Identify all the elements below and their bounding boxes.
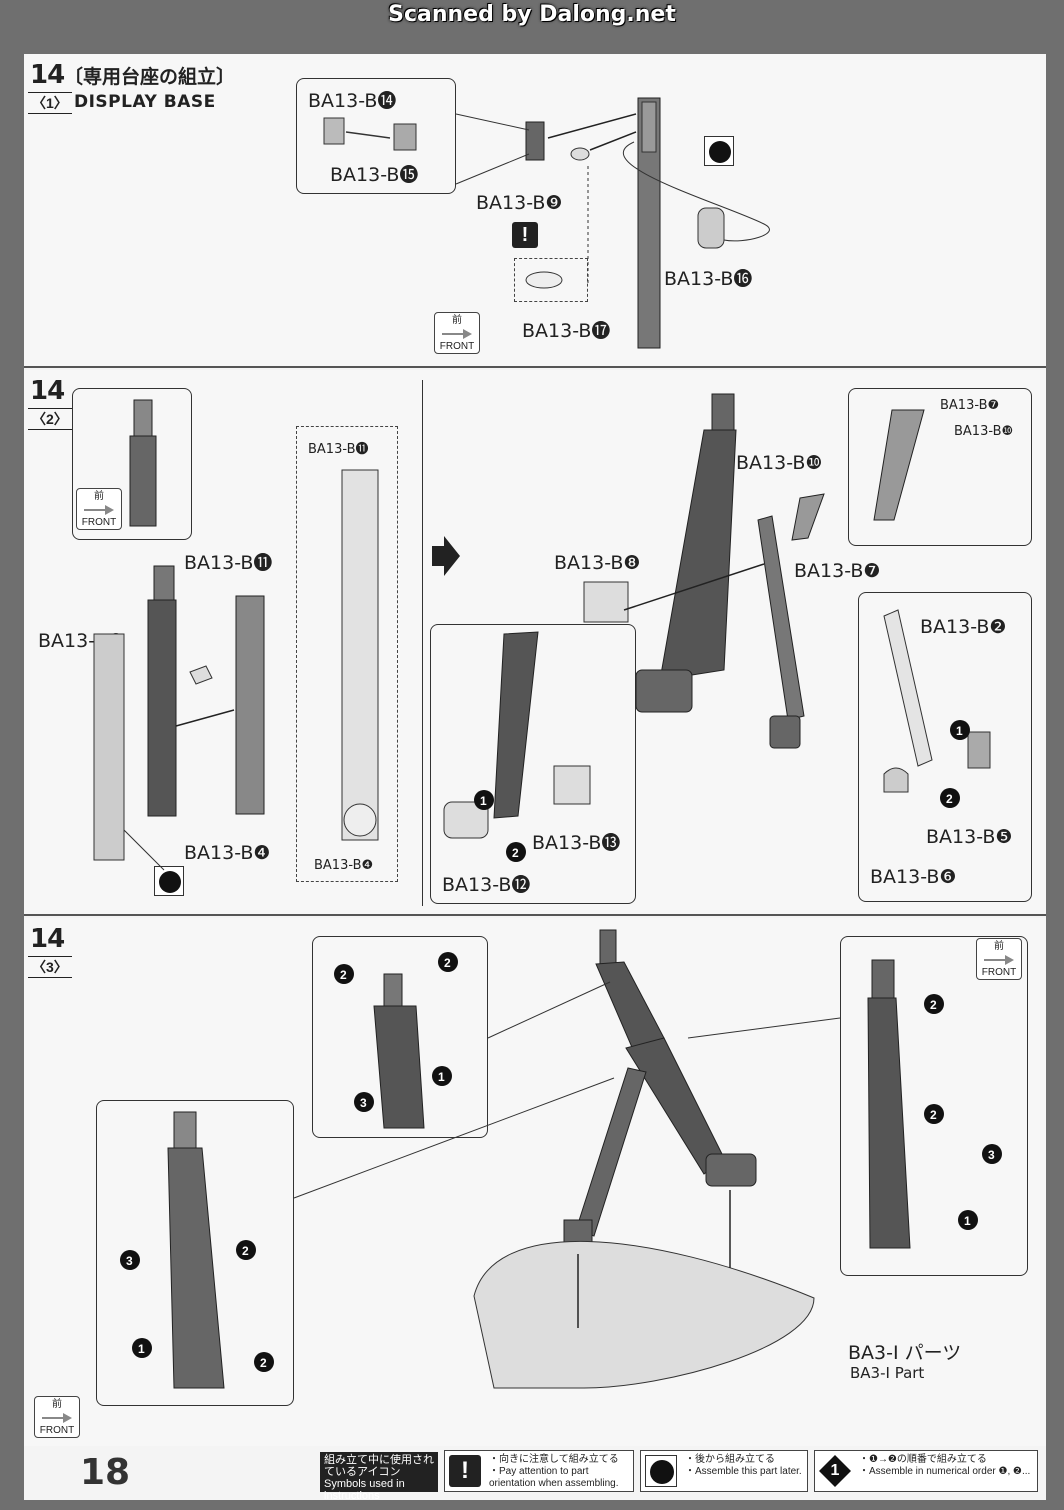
substep-1: 〈1〉 (28, 92, 72, 114)
order-diamond-icon: 1 (819, 1455, 851, 1487)
footer: 18 組み立て中に使用されているアイコン Symbols used in ins… (24, 1446, 1046, 1502)
svg-text:1: 1 (956, 724, 963, 738)
label-b9: BA13-B❾ (476, 192, 563, 214)
orientation-icon: ! (512, 222, 538, 248)
label-b8: BA13-B❽ (554, 552, 641, 574)
label-b10-detail: BA13-B❿ (954, 424, 1014, 439)
divider (422, 380, 423, 906)
svg-text:1: 1 (438, 1070, 445, 1084)
label-b12: BA13-B⓬ (442, 874, 531, 896)
substep-3: 〈3〉 (28, 956, 72, 978)
legend-assemble-later: ・後から組み立てる ・Assemble this part later. (640, 1450, 808, 1492)
svg-text:3: 3 (360, 1096, 367, 1110)
page-number: 18 (80, 1452, 131, 1493)
panel3-artwork: 2 2 1 3 3 2 1 2 2 2 3 1 (120, 929, 1002, 1389)
svg-text:2: 2 (930, 1108, 937, 1122)
label-b4: BA13-B❹ (184, 842, 271, 864)
label-b11-detail: BA13-B⓫ (308, 442, 369, 457)
step-title-en: DISPLAY BASE (74, 92, 216, 112)
legend-header: 組み立て中に使用されているアイコン Symbols used in instru… (320, 1452, 438, 1502)
watermark: Scanned by Dalong.net (388, 2, 676, 27)
label-b10: BA13-B❿ (736, 452, 823, 474)
label-part-en: BA3-I Part (850, 1364, 925, 1382)
svg-text:2: 2 (946, 792, 953, 806)
label-b5: BA13-B❺ (926, 826, 1013, 848)
label-b11: BA13-B⓫ (184, 552, 273, 574)
legend-numerical-order: 1 ・❶→❷の順番で組み立てる ・Assemble in numerical o… (814, 1450, 1038, 1492)
svg-text:1: 1 (480, 794, 487, 808)
step-number: 14 (30, 376, 65, 406)
substep-2: 〈2〉 (28, 408, 72, 430)
label-b2: BA13-B❷ (920, 616, 1007, 638)
svg-text:2: 2 (260, 1356, 267, 1370)
step-number: 14 (30, 924, 65, 954)
label-b17: BA13-B⓱ (522, 320, 611, 342)
panel1-artwork (323, 97, 770, 349)
label-b15: BA13-B⓯ (330, 164, 419, 186)
svg-text:2: 2 (340, 968, 347, 982)
svg-text:3: 3 (988, 1148, 995, 1162)
orientation-icon: ! (449, 1455, 481, 1487)
panel2-artwork: 1 2 1 2 (93, 393, 991, 871)
step-number: 14 (30, 60, 65, 90)
svg-text:2: 2 (444, 956, 451, 970)
svg-text:1: 1 (138, 1342, 145, 1356)
svg-text:2: 2 (242, 1244, 249, 1258)
callout-b2-b5-b6 (858, 592, 1032, 902)
step-title-jp: 〔専用台座の組立〕 (64, 66, 236, 88)
label-b14: BA13-B⓮ (308, 90, 397, 112)
label-b7-detail: BA13-B❼ (940, 398, 1000, 413)
label-b4-detail: BA13-B❹ (314, 858, 374, 873)
svg-text:2: 2 (512, 846, 519, 860)
label-b6: BA13-B❻ (870, 866, 957, 888)
label-b16: BA13-B⓰ (664, 268, 753, 290)
assemble-later-icon (704, 136, 734, 166)
assemble-later-icon (645, 1455, 677, 1487)
panel-step-14-1: 14 〈1〉 〔専用台座の組立〕 DISPLAY BASE BA13-B⓮ BA… (24, 54, 1046, 368)
svg-text:2: 2 (930, 998, 937, 1012)
label-b13: BA13-B⓭ (532, 832, 621, 854)
assemble-later-icon (154, 866, 184, 896)
label-part-jp: BA3-I パーツ (848, 1342, 962, 1364)
svg-text:1: 1 (964, 1214, 971, 1228)
svg-text:3: 3 (126, 1254, 133, 1268)
legend-orientation: ! ・向きに注意して組み立てる ・Pay attention to part o… (444, 1450, 634, 1492)
detail-b11-b4 (296, 426, 398, 882)
label-b7: BA13-B❼ (794, 560, 881, 582)
